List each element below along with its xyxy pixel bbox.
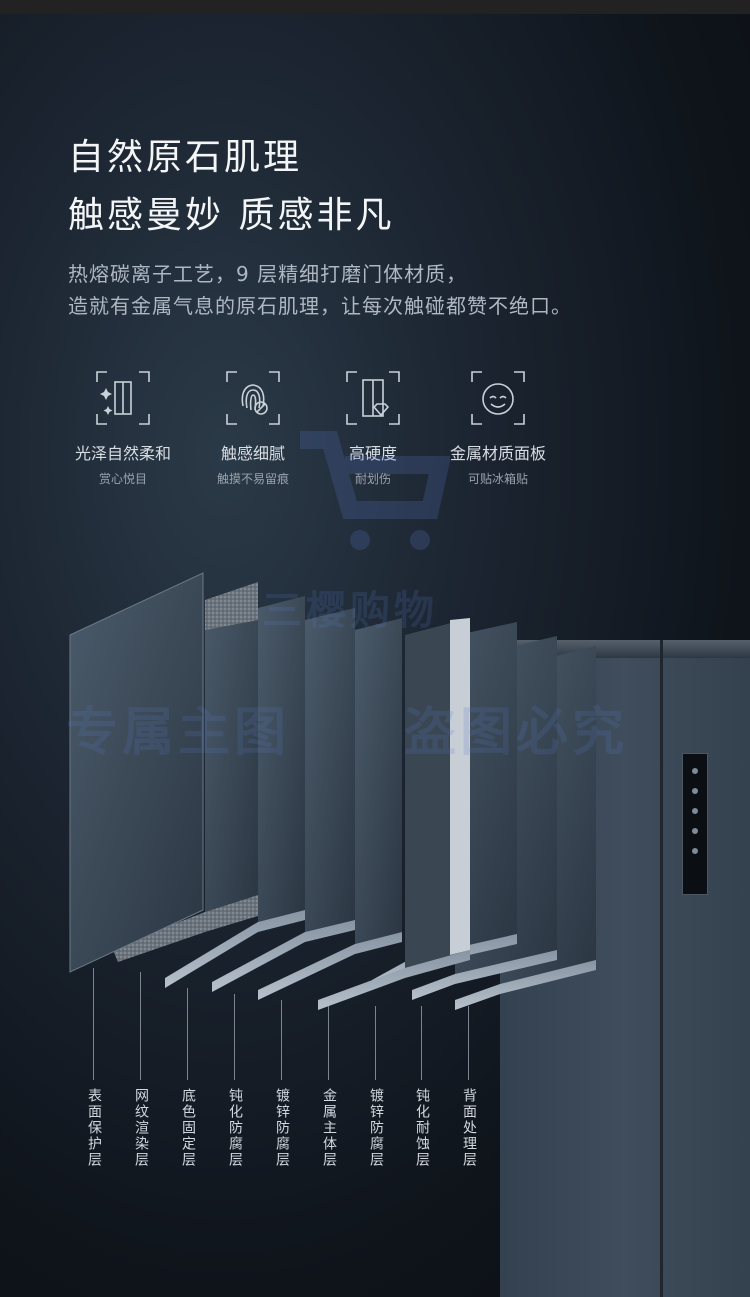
diamond-door-icon — [343, 368, 403, 428]
smiley-face-icon — [468, 368, 528, 428]
layer-label: 网纹渲染层 — [133, 1088, 149, 1168]
layer-label: 金属主体层 — [321, 1088, 337, 1168]
layer-label: 底色固定层 — [180, 1088, 196, 1168]
feature-gloss: 光泽自然柔和 赏心悦目 — [58, 368, 188, 487]
feature-title: 触感细腻 — [220, 444, 285, 463]
leader-line — [375, 1006, 376, 1080]
feature-title: 金属材质面板 — [449, 444, 546, 463]
feature-subtitle: 耐划伤 — [354, 472, 391, 486]
feature-title: 光泽自然柔和 — [74, 444, 171, 463]
layer-plate-textured — [112, 582, 258, 962]
feature-title: 高硬度 — [348, 444, 397, 463]
feature-subtitle: 赏心悦目 — [98, 472, 147, 486]
layer-plate — [212, 608, 355, 992]
layer-label: 镀锌防腐层 — [368, 1088, 384, 1168]
layer-label: 钝化防腐层 — [227, 1088, 243, 1168]
feature-subtitle: 可贴冰箱贴 — [467, 472, 528, 486]
layer-plate — [165, 596, 305, 988]
feature-subtitle: 触摸不易留痕 — [216, 472, 289, 486]
leader-line — [421, 1006, 422, 1080]
top-bar — [0, 0, 750, 14]
leader-line — [187, 988, 188, 1080]
layer-stack — [0, 560, 750, 1030]
leader-line — [468, 1006, 469, 1080]
feature-touch: 触感细腻 触摸不易留痕 — [188, 368, 318, 487]
layer-label: 背面处理层 — [461, 1088, 477, 1168]
watermark-text-1: 三樱购物 — [262, 588, 438, 634]
leader-line — [234, 994, 235, 1080]
refrigerator-control-panel — [682, 753, 708, 895]
leader-line — [93, 968, 94, 1080]
watermark-cart-icon — [290, 420, 452, 560]
layer-label: 镀锌防腐层 — [274, 1088, 290, 1168]
refrigerator-top — [500, 640, 750, 658]
layer-label: 钝化耐蚀层 — [414, 1088, 430, 1168]
watermark-text-3: 盗图必究 — [404, 703, 629, 763]
layer-plate — [258, 618, 402, 1000]
fingerprint-icon — [223, 368, 283, 428]
headline-line-2: 触感曼妙 质感非凡 — [68, 195, 395, 236]
watermark-text-2: 专属主图 — [66, 703, 291, 763]
description-line-2: 造就有金属气息的原石肌理，让每次触碰都赞不绝口。 — [68, 294, 572, 318]
sparkle-door-icon — [93, 368, 153, 428]
refrigerator-door-seam — [660, 640, 663, 1297]
feature-hardness: 高硬度 耐划伤 — [308, 368, 438, 487]
description-line-1: 热熔碳离子工艺，9 层精细打磨门体材质， — [68, 262, 468, 286]
leader-line — [140, 972, 141, 1080]
layer-label: 表面保护层 — [86, 1088, 102, 1168]
layer-plate — [318, 618, 470, 1010]
feature-metal-panel: 金属材质面板 可贴冰箱贴 — [433, 368, 563, 487]
layer-plate-front — [69, 572, 204, 973]
headline-line-1: 自然原石肌理 — [68, 137, 303, 178]
leader-line — [281, 1000, 282, 1080]
leader-line — [328, 1006, 329, 1080]
